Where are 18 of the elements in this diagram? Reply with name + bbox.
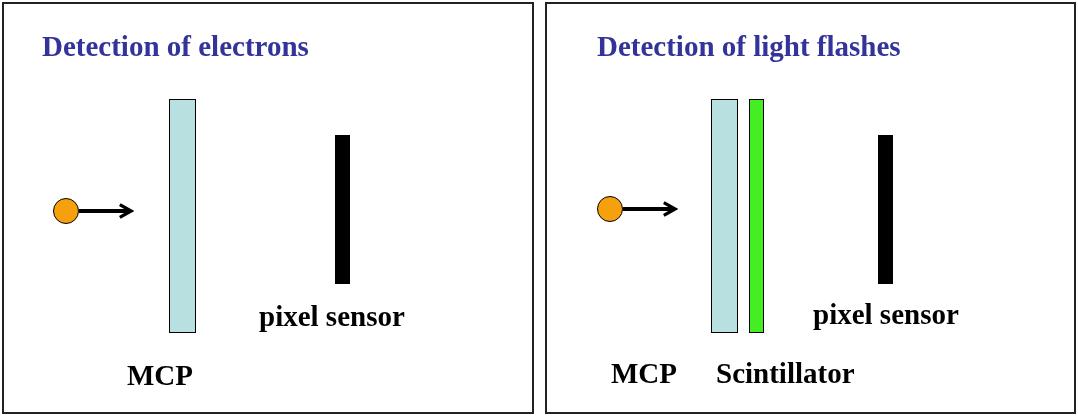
part-label: MCP	[611, 359, 678, 388]
plate-bar	[711, 99, 738, 333]
plate-bar	[878, 135, 893, 284]
arrow	[623, 201, 677, 217]
part-label: Scintillator	[716, 359, 855, 388]
plate-bar	[749, 99, 764, 333]
panel-title: Detection of electrons	[42, 32, 309, 61]
part-label: MCP	[127, 361, 194, 390]
diagram-panel	[2, 2, 534, 414]
diagram-panel	[545, 2, 1076, 414]
arrow	[79, 203, 133, 219]
plate-bar	[169, 99, 196, 333]
part-label: pixel sensor	[259, 302, 405, 331]
part-label: pixel sensor	[813, 300, 959, 329]
particle-dot	[597, 196, 623, 222]
panel-title: Detection of light flashes	[597, 32, 901, 61]
plate-bar	[335, 135, 350, 284]
particle-dot	[53, 198, 79, 224]
